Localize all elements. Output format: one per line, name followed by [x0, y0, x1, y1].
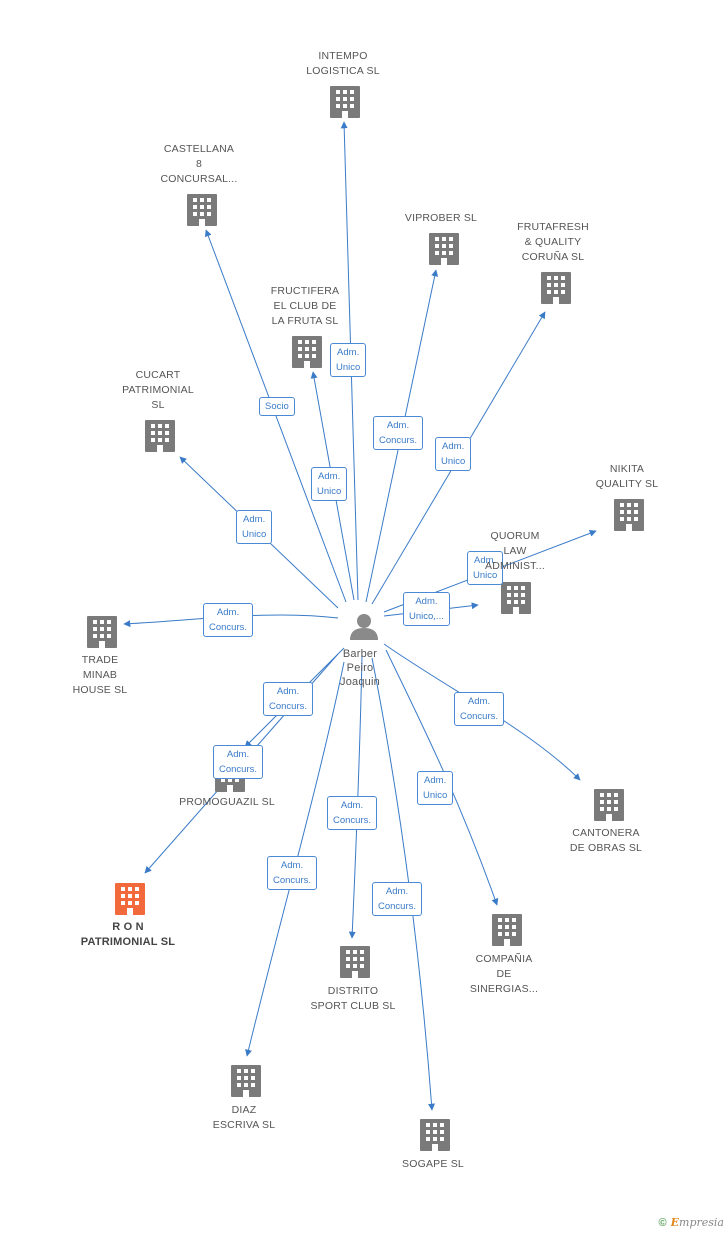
relation-tag-intempo[interactable]: Adm. Unico [330, 343, 367, 377]
person-name-label[interactable]: Barber Peiro Joaquin [340, 648, 380, 688]
relation-tag-castellana[interactable]: Socio [259, 397, 295, 416]
edge-sogape [371, 657, 436, 1111]
relation-tag-viprober[interactable]: Adm. Concurs. [373, 416, 424, 450]
edge-compania [385, 649, 499, 906]
copyright-icon: © [658, 1217, 667, 1229]
building-icon-fructifera[interactable] [292, 336, 322, 368]
relation-tag-fructifera[interactable]: Adm. Unico [311, 467, 348, 501]
relation-tag-quorum[interactable]: Adm. Unico,... [403, 592, 450, 626]
edge-castellana [204, 229, 347, 603]
building-icon-distrito[interactable] [340, 946, 370, 978]
company-label-frutafresh[interactable]: FRUTAFRESH & QUALITY CORUÑA SL [517, 221, 589, 263]
relation-tag-promoguazil[interactable]: Adm. Concurs. [263, 682, 314, 716]
company-label-sogape[interactable]: SOGAPE SL [402, 1158, 464, 1170]
company-label-viprober[interactable]: VIPROBER SL [404, 212, 478, 224]
building-icon-quorum[interactable] [501, 582, 531, 614]
relation-tag-trade[interactable]: Adm. Concurs. [203, 603, 254, 637]
relation-tag-nikita[interactable]: Adm. Unico [467, 551, 504, 585]
company-label-ron[interactable]: R O N PATRIMONIAL SL [80, 921, 176, 948]
company-label-cantonera[interactable]: CANTONERA DE OBRAS SL [569, 827, 643, 854]
relation-tag-compania[interactable]: Adm. Unico [417, 771, 454, 805]
company-label-cucart[interactable]: CUCART PATRIMONIAL SL [122, 369, 194, 411]
building-icon-castellana[interactable] [187, 194, 217, 226]
building-icon-frutafresh[interactable] [541, 272, 571, 304]
building-icon-trade[interactable] [87, 616, 117, 648]
company-label-castellana[interactable]: CASTELLANA 8 CONCURSAL... [160, 143, 238, 185]
building-icon-compania[interactable] [492, 914, 522, 946]
center-person[interactable] [350, 614, 378, 640]
building-icon-cucart[interactable] [145, 420, 175, 452]
building-icon-ron[interactable] [115, 883, 145, 915]
company-label-trade[interactable]: TRADE MINAB HOUSE SL [72, 654, 128, 696]
footer-brand: ©Empresia [659, 1216, 724, 1229]
company-label-nikita[interactable]: NIKITA QUALITY SL [595, 463, 659, 490]
building-icon-diaz[interactable] [231, 1065, 261, 1097]
relation-tag-sogape[interactable]: Adm. Concurs. [372, 882, 423, 916]
relation-tag-cucart[interactable]: Adm. Unico [236, 510, 273, 544]
building-icon-nikita[interactable] [614, 499, 644, 531]
relation-tag-diaz[interactable]: Adm. Concurs. [267, 856, 318, 890]
brand-rest: mpresia [679, 1216, 724, 1229]
building-icon-viprober[interactable] [429, 233, 459, 265]
company-label-intempo[interactable]: INTEMPO LOGISTICA SL [306, 50, 380, 77]
company-label-fructifera[interactable]: FRUCTIFERA EL CLUB DE LA FRUTA SL [270, 285, 340, 327]
relation-tag-frutafresh[interactable]: Adm. Unico [435, 437, 472, 471]
company-label-distrito[interactable]: DISTRITO SPORT CLUB SL [310, 985, 396, 1012]
relation-tag-distrito[interactable]: Adm. Concurs. [327, 796, 378, 830]
relation-tag-cantonera[interactable]: Adm. Concurs. [454, 692, 505, 726]
building-icon-cantonera[interactable] [594, 789, 624, 821]
company-label-diaz[interactable]: DIAZ ESCRIVA SL [212, 1104, 276, 1131]
company-label-promoguazil[interactable]: PROMOGUAZIL SL [179, 796, 275, 808]
edge-diaz [245, 661, 345, 1057]
brand-logo: Empresia [671, 1216, 724, 1229]
building-icon-sogape[interactable] [420, 1119, 450, 1151]
brand-initial: E [670, 1216, 680, 1229]
company-label-quorum[interactable]: QUORUM LAW ADMINIST... [485, 530, 545, 572]
company-label-compania[interactable]: COMPAÑIA DE SINERGIAS... [469, 953, 539, 995]
relation-tag-ron[interactable]: Adm. Concurs. [213, 745, 264, 779]
person-icon [350, 614, 378, 640]
building-icon-intempo[interactable] [330, 86, 360, 118]
